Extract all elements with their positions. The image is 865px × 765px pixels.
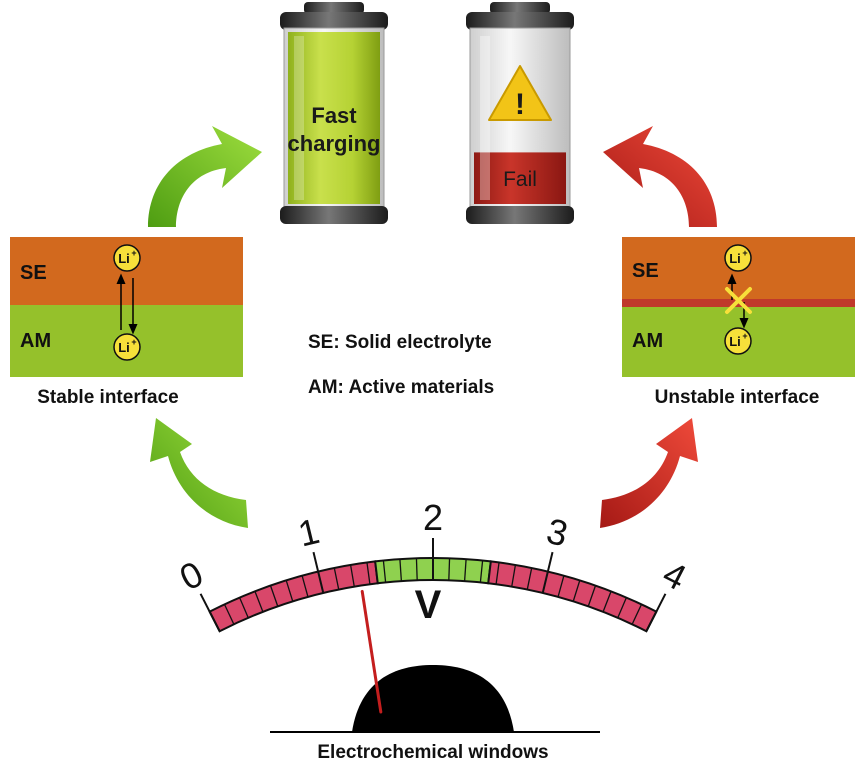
gauge-minor-tick <box>269 585 279 607</box>
gauge-minor-tick <box>254 591 264 613</box>
warning-icon: ! <box>488 65 552 121</box>
failed-battery: ! Fail <box>466 2 574 224</box>
battery-cap-top <box>304 2 364 14</box>
gauge-band-unstable-high <box>487 560 658 633</box>
gauge-minor-tick <box>415 558 418 581</box>
gauge-minor-tick <box>463 559 467 582</box>
gauge-minor-tick <box>479 560 484 583</box>
gauge-ticks <box>199 538 667 632</box>
gauge-scale-label-1: 1 <box>294 510 323 555</box>
gauge-minor-tick <box>602 591 612 613</box>
charging-label: charging <box>288 131 381 156</box>
fast-label: Fast <box>311 103 357 128</box>
li-ion-icon: Li + <box>724 244 752 272</box>
li-label: Li <box>118 251 130 266</box>
gauge-scale-label-3: 3 <box>543 510 572 555</box>
gauge-major-tick <box>645 593 667 632</box>
gauge-minor-tick <box>511 564 517 587</box>
gauge-minor-tick <box>495 562 500 585</box>
gauge-minor-tick <box>301 575 309 598</box>
gauge-minor-tick <box>349 564 355 587</box>
gauge-scale-label-2: 2 <box>423 497 443 538</box>
battery-charge-fill <box>474 152 566 204</box>
li-charge: + <box>131 337 136 347</box>
stable-interface-caption: Stable interface <box>37 387 179 408</box>
gauge-minor-tick <box>223 604 235 625</box>
li-label: Li <box>118 340 130 355</box>
battery-cap-rim <box>280 12 388 30</box>
gauge-pivot <box>352 665 514 732</box>
gauge-minor-tick <box>572 580 581 602</box>
bad-arrow-top <box>603 126 717 227</box>
blocked-cross-icon <box>725 287 752 314</box>
gauge-minor-tick <box>526 567 533 590</box>
unstable-interface-caption: Unstable interface <box>655 387 820 408</box>
gauge-minor-tick <box>239 597 249 619</box>
se-label: SE <box>632 260 659 282</box>
li-charge: + <box>131 248 136 258</box>
battery-highlight <box>480 36 490 200</box>
stable-interface-panel: SE AM Li + Li + Stable interface <box>10 237 243 408</box>
gauge-minor-tick <box>399 559 403 582</box>
li-charge: + <box>742 248 747 258</box>
gauge-minor-tick <box>285 580 294 602</box>
good-arrow-top <box>148 126 262 227</box>
gauge-major-tick <box>541 551 554 594</box>
li-label: Li <box>729 334 741 349</box>
fail-label: Fail <box>503 168 537 191</box>
warning-symbol: ! <box>515 88 525 121</box>
li-charge: + <box>742 331 747 341</box>
am-label: AM <box>20 330 51 352</box>
battery-base <box>466 206 574 224</box>
battery-cap-top <box>490 2 550 14</box>
gauge-minor-tick <box>333 567 340 590</box>
battery-charge-fill <box>288 32 380 204</box>
gauge-scale-label-4: 4 <box>657 553 693 599</box>
li-ion-icon: Li + <box>724 327 752 355</box>
gauge-minor-tick <box>366 562 371 585</box>
battery-base <box>280 206 388 224</box>
li-ion-icon: Li + <box>113 333 141 361</box>
gauge-minor-tick <box>631 604 643 625</box>
legend-se: SE: Solid electrolyte <box>308 332 492 353</box>
gauge-minor-tick <box>382 560 387 583</box>
voltage-gauge: 0 1 2 3 4 V Electrochemical windows <box>173 497 693 763</box>
gauge-major-tick <box>199 593 221 632</box>
electrochemical-windows-caption: Electrochemical windows <box>317 742 548 763</box>
battery-cap-rim <box>466 12 574 30</box>
battery-highlight <box>294 36 304 200</box>
am-label: AM <box>632 330 663 352</box>
gauge-needle <box>360 589 383 714</box>
gauge-scale-label-0: 0 <box>173 553 209 599</box>
gauge-bands <box>208 557 658 633</box>
gauge-minor-tick <box>448 558 451 581</box>
bad-arrow-bottom <box>600 418 698 528</box>
gauge-minor-tick <box>557 575 565 598</box>
gauge-minor-tick <box>617 597 627 619</box>
legend-am: AM: Active materials <box>308 377 494 398</box>
se-label: SE <box>20 262 47 284</box>
gauge-band-unstable-low <box>208 560 379 633</box>
good-arrow-bottom <box>150 418 248 528</box>
li-label: Li <box>729 251 741 266</box>
gauge-major-tick <box>312 551 325 594</box>
fast-charging-battery: Fast charging <box>280 2 388 224</box>
li-ion-icon: Li + <box>113 244 141 272</box>
unstable-interface-panel: SE AM Li + Li + Unstable interface <box>622 237 855 408</box>
gauge-unit-label: V <box>415 583 442 627</box>
gauge-minor-tick <box>587 585 597 607</box>
